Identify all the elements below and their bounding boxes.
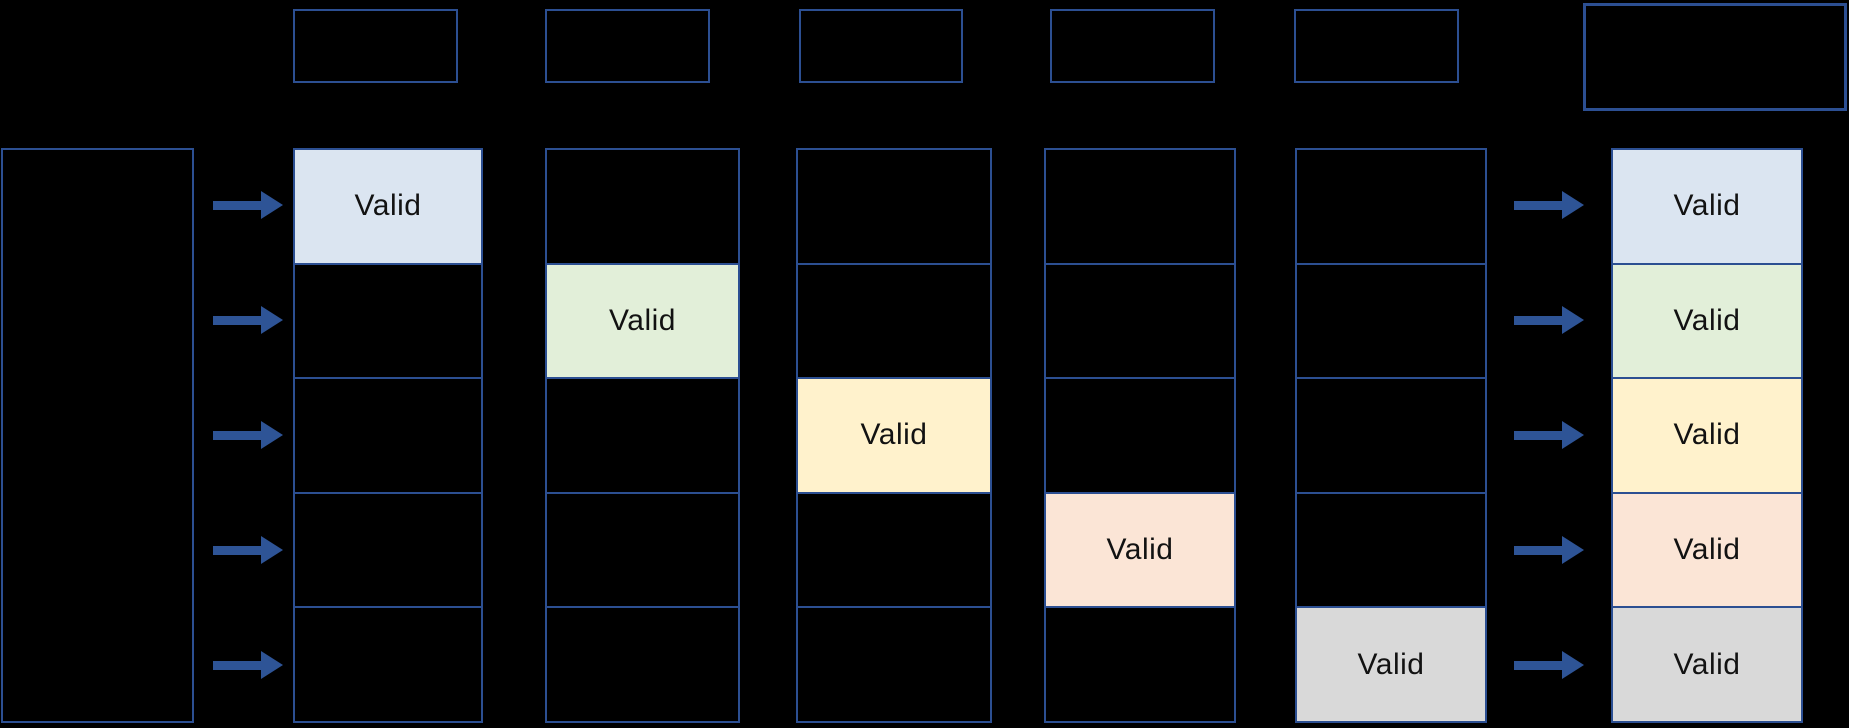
input-arrow-right-icon-5 xyxy=(213,651,283,679)
empty-cell-row-1 xyxy=(1046,150,1234,265)
valid-cell-row-4: Valid xyxy=(1046,493,1234,609)
stack-1-column: Valid xyxy=(293,148,483,723)
valid-label: Valid xyxy=(1106,533,1174,567)
empty-cell-row-5 xyxy=(1046,608,1234,721)
valid-label: Valid xyxy=(1673,303,1741,337)
valid-label: Valid xyxy=(354,189,422,223)
valid-label: Valid xyxy=(1357,647,1425,681)
arrow-head xyxy=(1562,651,1584,679)
valid-cell-row-3: Valid xyxy=(1613,379,1801,494)
top-box-3 xyxy=(799,9,963,83)
arrow-head xyxy=(261,191,283,219)
valid-label: Valid xyxy=(1673,533,1741,567)
arrow-head xyxy=(1562,191,1584,219)
arrow-head xyxy=(261,651,283,679)
arrow-head xyxy=(1562,306,1584,334)
arrow-shaft xyxy=(213,660,261,670)
arrow-shaft xyxy=(1514,315,1562,325)
valid-cell-row-1: Valid xyxy=(1613,150,1801,265)
arrow-shaft xyxy=(1514,430,1562,440)
empty-cell-row-4 xyxy=(547,494,738,609)
empty-cell-row-2 xyxy=(1046,265,1234,380)
valid-label: Valid xyxy=(609,303,676,337)
empty-cell-row-1 xyxy=(798,150,990,265)
empty-cell-row-3 xyxy=(1297,379,1485,494)
valid-cell-row-2: Valid xyxy=(547,264,738,380)
output-arrow-right-icon-4 xyxy=(1514,536,1584,564)
empty-cell-row-4 xyxy=(798,494,990,609)
valid-cell-row-3: Valid xyxy=(798,379,990,494)
empty-cell-row-2 xyxy=(798,265,990,380)
empty-cell-row-3 xyxy=(1046,379,1234,494)
input-arrow-right-icon-3 xyxy=(213,421,283,449)
stack-5-column: Valid xyxy=(1295,148,1487,723)
empty-cell-row-3 xyxy=(547,379,738,494)
input-arrow-right-icon-1 xyxy=(213,191,283,219)
output-arrow-right-icon-5 xyxy=(1514,651,1584,679)
arrow-shaft xyxy=(1514,200,1562,210)
empty-cell-row-1 xyxy=(1297,150,1485,265)
input-arrow-right-icon-4 xyxy=(213,536,283,564)
empty-cell-row-5 xyxy=(798,608,990,721)
input-arrow-right-icon-2 xyxy=(213,306,283,334)
valid-label: Valid xyxy=(860,418,928,452)
arrow-shaft xyxy=(213,430,261,440)
top-box-1 xyxy=(293,9,458,83)
output-header-box xyxy=(1583,3,1847,111)
stack-3-column: Valid xyxy=(796,148,992,723)
arrow-head xyxy=(1562,421,1584,449)
source-box xyxy=(1,148,194,723)
empty-cell-row-4 xyxy=(295,494,481,609)
valid-cell-row-5: Valid xyxy=(1613,608,1801,721)
arrow-head xyxy=(261,306,283,334)
arrow-head xyxy=(1562,536,1584,564)
output-arrow-right-icon-1 xyxy=(1514,191,1584,219)
valid-cell-row-1: Valid xyxy=(295,150,481,265)
top-box-2 xyxy=(545,9,710,83)
top-box-5 xyxy=(1294,9,1459,83)
valid-label: Valid xyxy=(1673,418,1741,452)
valid-label: Valid xyxy=(1673,189,1741,223)
valid-cell-row-5: Valid xyxy=(1297,608,1485,721)
valid-cell-row-4: Valid xyxy=(1613,493,1801,609)
valid-cell-row-2: Valid xyxy=(1613,264,1801,380)
arrow-shaft xyxy=(213,200,261,210)
valid-label: Valid xyxy=(1673,647,1741,681)
arrow-head xyxy=(261,536,283,564)
empty-cell-row-5 xyxy=(295,608,481,721)
arrow-shaft xyxy=(213,545,261,555)
arrow-shaft xyxy=(1514,660,1562,670)
arrow-shaft xyxy=(213,315,261,325)
empty-cell-row-2 xyxy=(1297,265,1485,380)
top-box-4 xyxy=(1050,9,1215,83)
arrow-shaft xyxy=(1514,545,1562,555)
output-arrow-right-icon-3 xyxy=(1514,421,1584,449)
empty-cell-row-1 xyxy=(547,150,738,265)
empty-cell-row-5 xyxy=(547,608,738,721)
stack-4-column: Valid xyxy=(1044,148,1236,723)
arrow-head xyxy=(261,421,283,449)
empty-cell-row-4 xyxy=(1297,494,1485,609)
stack-2-column: Valid xyxy=(545,148,740,723)
output-arrow-right-icon-2 xyxy=(1514,306,1584,334)
empty-cell-row-3 xyxy=(295,379,481,494)
empty-cell-row-2 xyxy=(295,265,481,380)
